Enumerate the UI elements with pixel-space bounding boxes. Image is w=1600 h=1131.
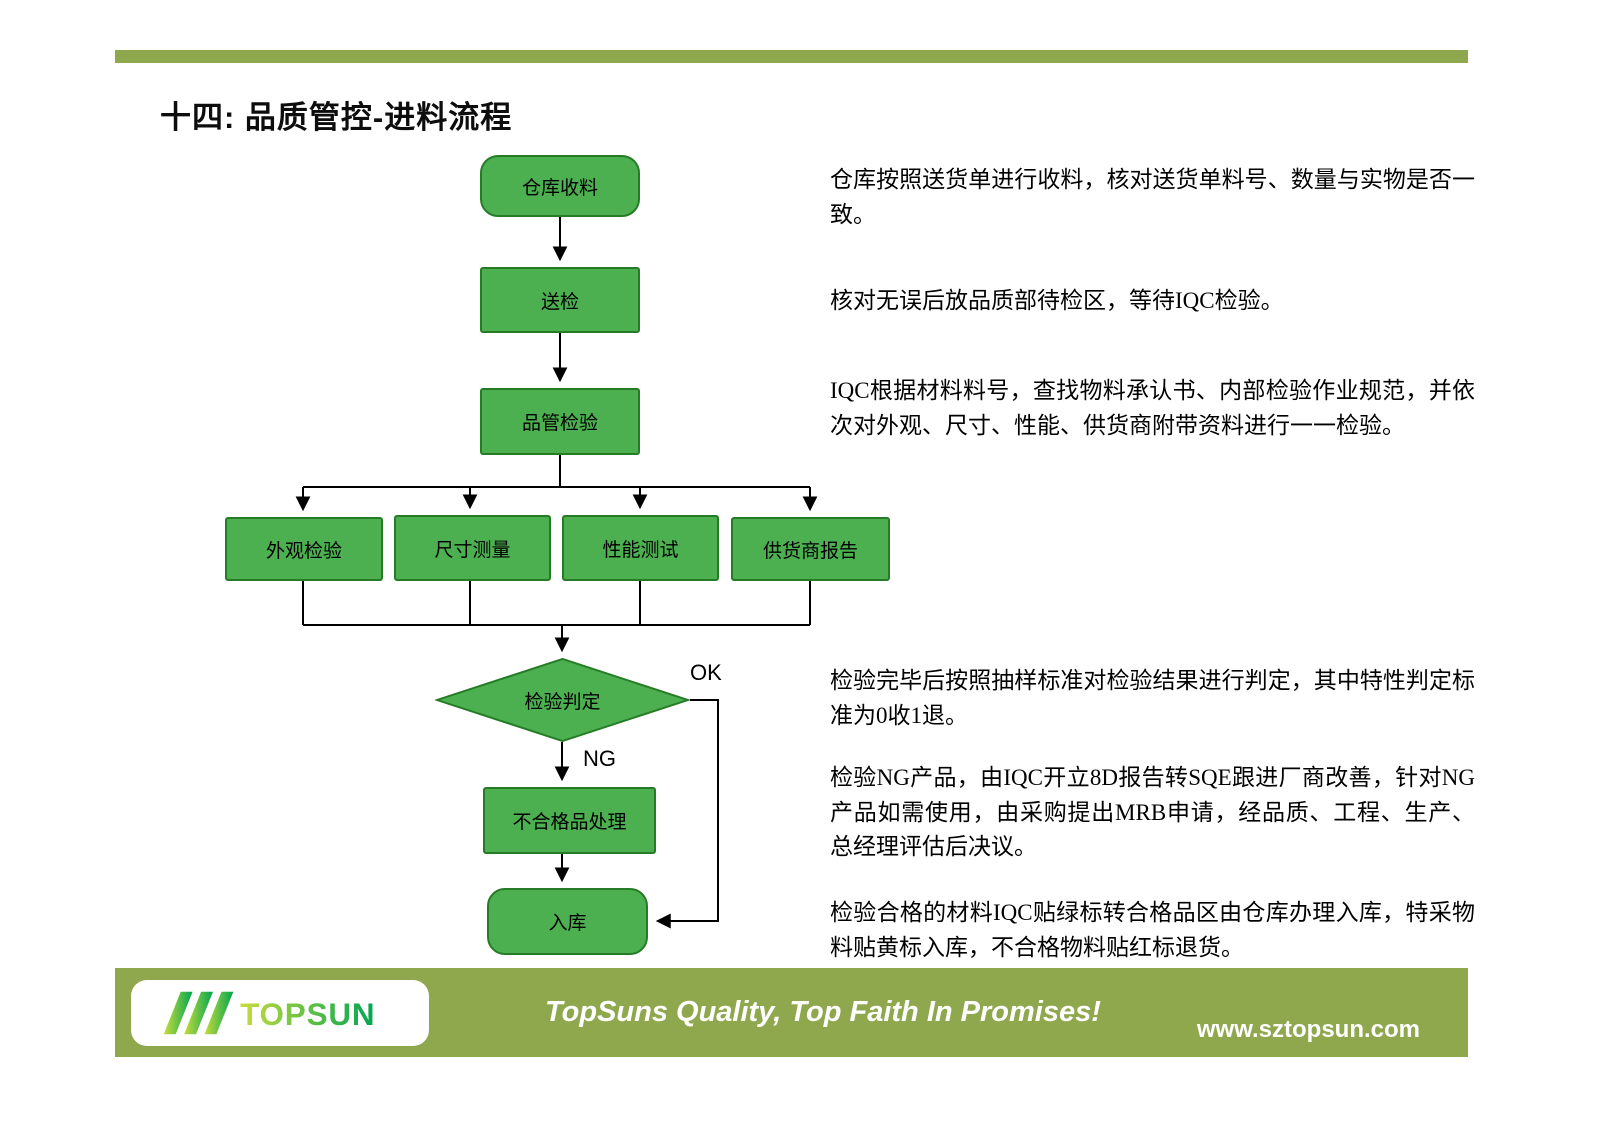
footer-bar: TOPSUN TopSuns Quality, Top Faith In Pro… — [115, 968, 1468, 1057]
node-label: 不合格品处理 — [512, 812, 627, 833]
node-performance-test: 性能测试 — [562, 515, 719, 581]
note-warehouse-entry: 检验合格的材料IQC贴绿标转合格品区由仓库办理入库，特采物料贴黄标入库，不合格物… — [830, 900, 1475, 960]
note-iqc-inspection: IQC根据材料料号，查找物料承认书、内部检验作业规范，并依次对外观、尺寸、性能、… — [830, 378, 1475, 438]
edge-label-ok: OK — [690, 660, 722, 685]
node-label: 供货商报告 — [762, 540, 858, 562]
node-warehouse-entry: 入库 — [487, 888, 648, 955]
node-inspection-judgment: 检验判定 — [435, 658, 690, 742]
node-label: 品管检验 — [521, 413, 598, 434]
logo-text: TOPSUN — [240, 997, 375, 1032]
node-label: 入库 — [548, 913, 587, 934]
note-judgment: 检验完毕后按照抽样标准对检验结果进行判定，其中特性判定标准为0收1退。 — [830, 668, 1475, 728]
page-title: 十四: 品质管控-进料流程 — [160, 100, 513, 135]
footer-website: www.sztopsun.com — [1196, 1016, 1420, 1043]
logo-stripes-icon — [163, 991, 234, 1035]
note-receiving: 仓库按照送货单进行收料，核对送货单料号、数量与实物是否一致。 — [830, 167, 1475, 227]
node-label: 外观检验 — [265, 540, 342, 562]
node-warehouse-receive: 仓库收料 — [480, 155, 640, 217]
note-ng-handling: 检验NG产品，由IQC开立8D报告转SQE跟进厂商改善，针对NG产品如需使用，由… — [830, 765, 1475, 859]
topsun-logo-icon: TOPSUN — [163, 991, 375, 1035]
node-send-inspection: 送检 — [480, 267, 640, 333]
topsun-logo: TOPSUN — [131, 980, 429, 1046]
node-label: 检验判定 — [524, 691, 601, 713]
node-label: 仓库收料 — [521, 177, 598, 199]
top-accent-bar — [115, 50, 1468, 63]
node-label: 送检 — [540, 291, 579, 313]
edge-label-ng: NG — [583, 746, 616, 771]
node-supplier-report: 供货商报告 — [731, 517, 890, 581]
diamond-shape — [435, 658, 690, 742]
node-label: 性能测试 — [602, 539, 679, 561]
node-visual-check: 外观检验 — [225, 517, 383, 581]
node-dimension-measure: 尺寸测量 — [394, 515, 551, 581]
footer-slogan: TopSuns Quality, Top Faith In Promises! — [545, 996, 1101, 1028]
node-quality-inspection: 品管检验 — [480, 388, 640, 455]
node-label: 尺寸测量 — [434, 539, 511, 561]
note-send-inspection: 核对无误后放品质部待检区，等待IQC检验。 — [830, 288, 1284, 313]
node-nonconforming-handling: 不合格品处理 — [483, 787, 656, 854]
